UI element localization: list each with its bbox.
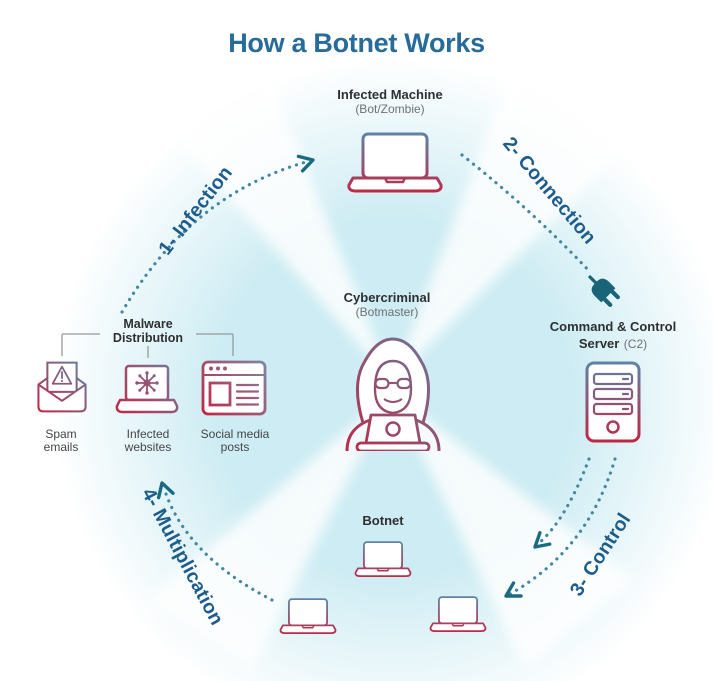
cybercriminal-subtitle: (Botmaster) (355, 304, 419, 319)
social-media-posts-caption: Social media posts (200, 427, 270, 455)
step-label-connection: 2- Connection (498, 132, 601, 249)
control-arrow-inner-icon (533, 531, 552, 549)
cybercriminal-title: Cybercriminal (343, 290, 431, 305)
infected-machine-title: Infected Machine (337, 87, 443, 102)
spam-emails-caption: Spam emails (43, 427, 79, 455)
infected-website-icon (115, 364, 179, 414)
spam-email-icon (37, 361, 87, 413)
c2-server-icon (585, 361, 641, 443)
infected-machine-subtitle: (Bot/Zombie) (355, 101, 425, 116)
infected-websites-caption: Infected websites (124, 427, 172, 455)
hacker-icon (345, 337, 441, 451)
malware-title-line2: Distribution (112, 331, 184, 345)
control-arc-inner (536, 457, 591, 546)
step-label-multiplication: 4- Multiplication (137, 484, 228, 629)
c2-title-line2: Server (578, 335, 620, 351)
social-media-post-icon (201, 360, 267, 416)
malware-title-line1: Malware (123, 317, 173, 331)
botnet-laptop-icon (429, 596, 487, 632)
control-arrow-outer-icon (504, 581, 523, 598)
botnet-label: Botnet (303, 513, 463, 529)
c2-subtitle: (C2) (623, 336, 648, 351)
page-title: How a Botnet Works (228, 28, 485, 58)
infected-machine-label: Infected Machine (Bot/Zombie) (290, 87, 490, 116)
step-label-infection: 1- Infection (154, 161, 238, 260)
infected-machine-laptop-icon (347, 132, 443, 193)
plug-icon (588, 275, 620, 307)
cybercriminal-label: Cybercriminal (Botmaster) (287, 290, 487, 319)
botnet-title: Botnet (362, 513, 404, 528)
malware-distribution-label: Malware Distribution (98, 317, 198, 345)
botnet-laptop-icon (354, 541, 412, 577)
c2-server-label: Command & Control Server (C2) (533, 319, 693, 352)
step-label-control: 3- Control (565, 509, 636, 601)
botnet-laptop-icon (279, 598, 337, 634)
c2-title-line1: Command & Control (549, 319, 677, 334)
infection-arrow-icon (296, 154, 315, 173)
